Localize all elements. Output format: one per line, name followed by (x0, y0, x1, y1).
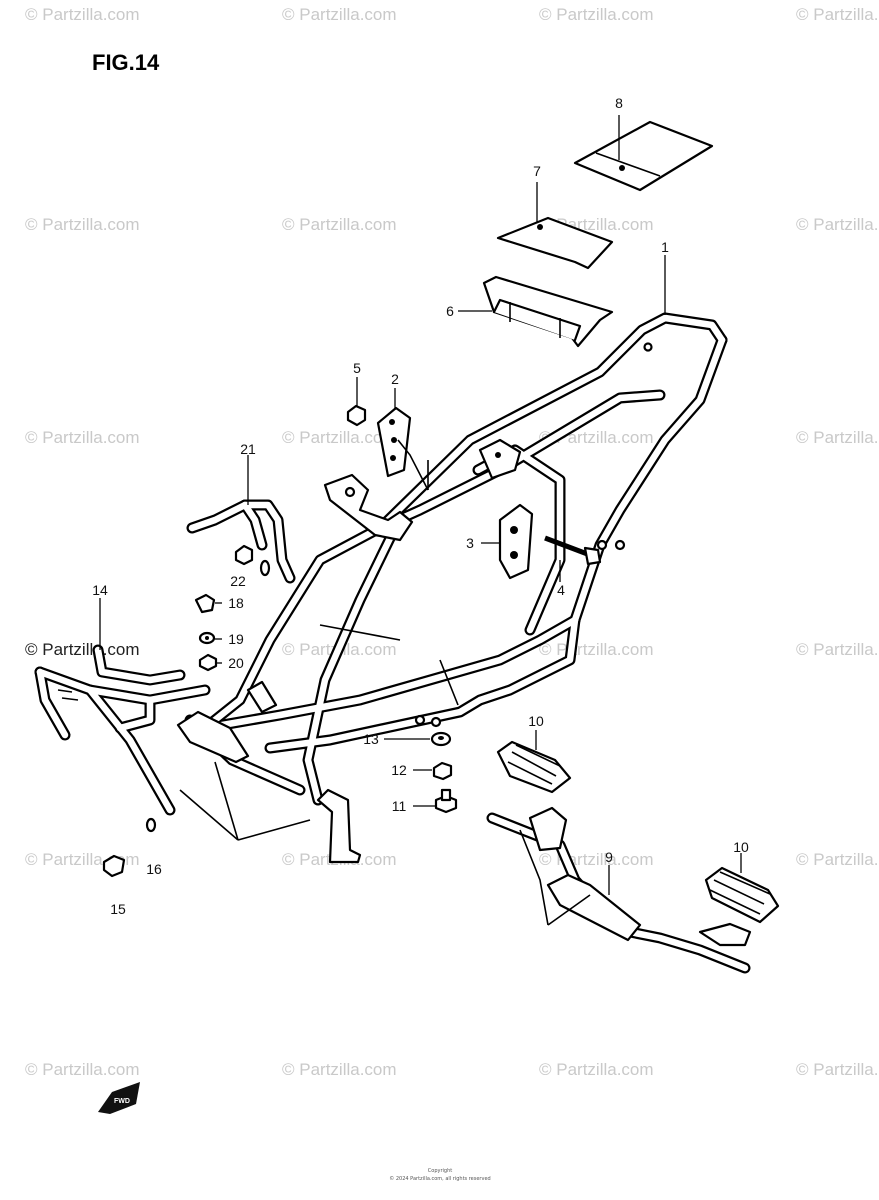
watermark: © Partzilla.com (539, 640, 654, 659)
callout-label: 2 (391, 371, 399, 387)
part-grab-rail-20[interactable] (186, 499, 296, 584)
watermark: © Partzilla.com (796, 5, 879, 24)
callout-label: 15 (110, 901, 126, 917)
callout-label: 18 (228, 595, 244, 611)
callout-label: 4 (557, 582, 565, 598)
part-footrest-rubber-10-upper[interactable] (496, 740, 572, 794)
forward-arrow-label: FWD (114, 1098, 130, 1105)
part-washer-18[interactable] (198, 631, 216, 645)
watermark: © Partzilla.com (25, 428, 140, 447)
figure-title: FIG.14 (92, 50, 160, 75)
copyright-line: © 2024 Partzilla.com, all rights reserve… (389, 1175, 490, 1182)
part-washer-22[interactable] (259, 559, 271, 577)
part-footrest-rubber-10-lower[interactable] (704, 866, 780, 924)
callout-label: 8 (615, 95, 623, 111)
part-bolt-21[interactable] (234, 544, 254, 566)
part-washer-13[interactable] (430, 731, 452, 747)
part-nut-19[interactable] (198, 653, 218, 672)
callout-label: 10 (733, 839, 749, 855)
part-plate-3[interactable] (498, 503, 534, 580)
watermark: © Partzilla.com (796, 428, 879, 447)
frame-brackets (176, 342, 653, 864)
watermark: © Partzilla.com (796, 1060, 879, 1079)
callout-label: 5 (353, 360, 361, 376)
watermark: © Partzilla.com (25, 215, 140, 234)
callout-label: 10 (528, 713, 544, 729)
watermark: © Partzilla.com (539, 1060, 654, 1079)
forward-arrow-icon: FWD (98, 1082, 140, 1114)
callout-label: 7 (533, 163, 541, 179)
part-bolt-15[interactable] (102, 854, 126, 878)
callout-label: 11 (392, 798, 407, 814)
watermark: © Partzilla.com (25, 5, 140, 24)
part-bolt-17[interactable] (194, 593, 216, 614)
watermark: © Partzilla.com (282, 5, 397, 24)
part-footrest-bar-9[interactable] (486, 806, 752, 974)
watermark: © Partzilla.com (539, 5, 654, 24)
watermark: © Partzilla.com (796, 850, 879, 869)
part-sheet-8[interactable] (573, 120, 714, 192)
part-bracket-2[interactable] (376, 406, 412, 478)
watermark: © Partzilla.com (25, 640, 140, 659)
part-bolt-4[interactable] (544, 535, 602, 566)
callout-label: 3 (466, 535, 474, 551)
part-frame-1[interactable] (176, 312, 728, 864)
leader-lines (99, 115, 742, 895)
watermark: © Partzilla.com (796, 215, 879, 234)
callout-label: 16 (146, 861, 162, 877)
watermark: © Partzilla.com (282, 1060, 397, 1079)
part-washer-16[interactable] (145, 817, 157, 833)
frame-tubes (184, 312, 728, 806)
callout-label: 13 (363, 731, 379, 747)
part-rear-carrier-14[interactable] (34, 644, 211, 816)
watermark: © Partzilla.com (282, 428, 397, 447)
watermark: © Partzilla.com (25, 1060, 140, 1079)
part-nut-12[interactable] (432, 761, 453, 781)
callout-label: 9 (605, 849, 613, 865)
watermark: © Partzilla.com (282, 215, 397, 234)
callout-label: 21 (240, 441, 256, 457)
watermark: © Partzilla.com (539, 850, 654, 869)
callout-label: 20 (228, 655, 244, 671)
callout-label: 19 (228, 631, 244, 647)
part-bolt-11[interactable] (434, 788, 458, 814)
part-nut-5[interactable] (346, 404, 367, 427)
assembly-lines (179, 439, 591, 926)
callout-label: 1 (661, 239, 669, 255)
copyright-heading: Copyright (428, 1168, 452, 1174)
callout-label: 12 (391, 762, 407, 778)
callout-label: 14 (92, 582, 108, 598)
callout-label: 6 (446, 303, 454, 319)
callout-labels: 8 7 1 6 5 2 3 4 21 22 18 19 20 14 13 12 … (92, 95, 749, 917)
part-cover-7[interactable] (496, 216, 614, 270)
watermark: © Partzilla.com (796, 640, 879, 659)
callout-label: 22 (230, 573, 246, 589)
part-tray-6[interactable] (482, 275, 614, 348)
